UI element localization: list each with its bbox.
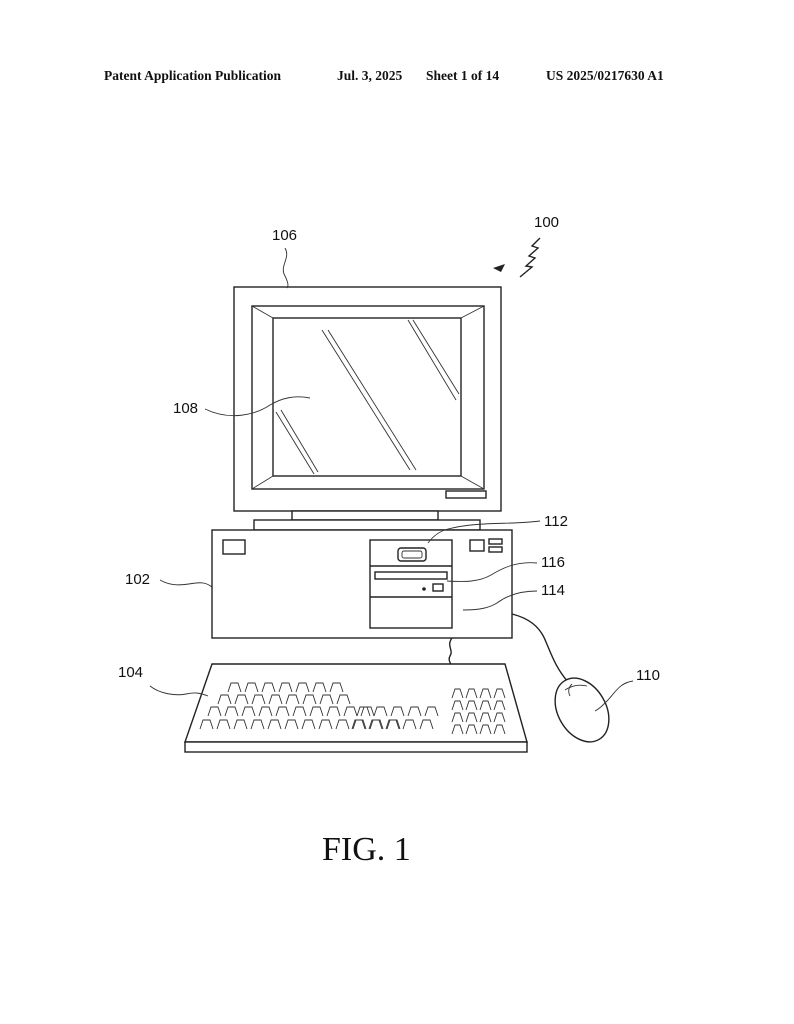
keyboard-key: [479, 712, 492, 723]
keyboard-key: [351, 719, 366, 730]
leader-116: [446, 562, 538, 582]
leader-114: [462, 590, 538, 611]
keyboard-key: [451, 712, 464, 723]
keyboard-key: [326, 706, 341, 717]
label-106: 106: [272, 227, 297, 244]
keyboard-key: [336, 694, 351, 705]
keyboard-key: [250, 719, 265, 730]
leader-102: [159, 579, 213, 588]
keyboard-key: [224, 706, 239, 717]
arrowhead-100: [493, 264, 505, 272]
publication-type: Patent Application Publication: [104, 68, 282, 83]
keyboard-key: [302, 694, 317, 705]
keyboard-key: [278, 682, 293, 693]
sheet-number: Sheet 1 of 14: [426, 68, 500, 83]
keyboard-key: [385, 719, 400, 730]
leader-110: [594, 680, 634, 712]
keyboard-key: [207, 706, 222, 717]
keyboard-key: [424, 706, 439, 717]
label-102: 102: [125, 571, 150, 588]
keyboard-key: [319, 694, 334, 705]
keyboard-key: [465, 700, 478, 711]
keyboard-key: [318, 719, 333, 730]
keyboard-key: [275, 706, 290, 717]
publication-number: US 2025/0217630 A1: [546, 68, 664, 83]
leader-100: [519, 237, 541, 278]
keyboard-key: [479, 700, 492, 711]
keyboard-key: [493, 712, 506, 723]
keyboard-key: [309, 706, 324, 717]
keyboard-key: [227, 682, 242, 693]
page-header: Patent Application Publication Jul. 3, 2…: [0, 68, 794, 88]
keyboard-key: [479, 724, 492, 735]
label-112: 112: [544, 513, 568, 530]
keyboard-key: [407, 706, 422, 717]
keyboard-key: [261, 682, 276, 693]
keyboard-key: [356, 706, 371, 717]
label-116: 116: [541, 554, 565, 571]
keyboard-key: [295, 682, 310, 693]
keyboard-key: [217, 694, 232, 705]
keyboard-key: [301, 719, 316, 730]
keyboard-key: [258, 706, 273, 717]
keyboard-key: [343, 706, 358, 717]
leader-104: [149, 685, 209, 697]
keyboard-key: [216, 719, 231, 730]
keyboard-key: [312, 682, 327, 693]
keyboard-key: [465, 724, 478, 735]
label-110: 110: [636, 667, 660, 684]
keyboard-key: [493, 700, 506, 711]
keyboard-key: [251, 694, 266, 705]
keyboard-key: [451, 700, 464, 711]
keyboard-key: [479, 688, 492, 699]
keyboard-key: [268, 694, 283, 705]
label-114: 114: [541, 582, 565, 599]
label-104: 104: [118, 664, 143, 681]
keyboard-key: [390, 706, 405, 717]
keyboard-key: [234, 694, 249, 705]
publication-date: Jul. 3, 2025: [337, 68, 403, 83]
keyboard-key: [329, 682, 344, 693]
leader-106: [282, 247, 289, 289]
keyboard-key: [493, 724, 506, 735]
keyboard-key: [402, 719, 417, 730]
keyboard-key: [292, 706, 307, 717]
keyboard-key: [335, 719, 350, 730]
mouse-cable: [511, 613, 569, 683]
keyboard-key: [199, 719, 214, 730]
keyboard-key: [373, 706, 388, 717]
keyboard-key: [241, 706, 256, 717]
computer-case: [211, 529, 513, 639]
keyboard-key: [465, 688, 478, 699]
keyboard: [184, 663, 528, 753]
keyboard-key: [244, 682, 259, 693]
keyboard-key: [233, 719, 248, 730]
monitor: [233, 286, 502, 531]
keyboard-key: [451, 724, 464, 735]
mouse: [554, 677, 610, 743]
keyboard-key: [360, 706, 375, 717]
keyboard-key: [451, 688, 464, 699]
leader-108: [204, 396, 311, 417]
keyboard-key: [465, 712, 478, 723]
keyboard-key: [285, 694, 300, 705]
keyboard-key: [284, 719, 299, 730]
keyboard-key: [368, 719, 383, 730]
label-108: 108: [173, 400, 198, 417]
label-100: 100: [534, 214, 559, 231]
keyboard-key: [267, 719, 282, 730]
leader-112: [427, 520, 541, 544]
figure-caption: FIG. 1: [322, 831, 411, 868]
keyboard-key: [419, 719, 434, 730]
keyboard-key: [493, 688, 506, 699]
